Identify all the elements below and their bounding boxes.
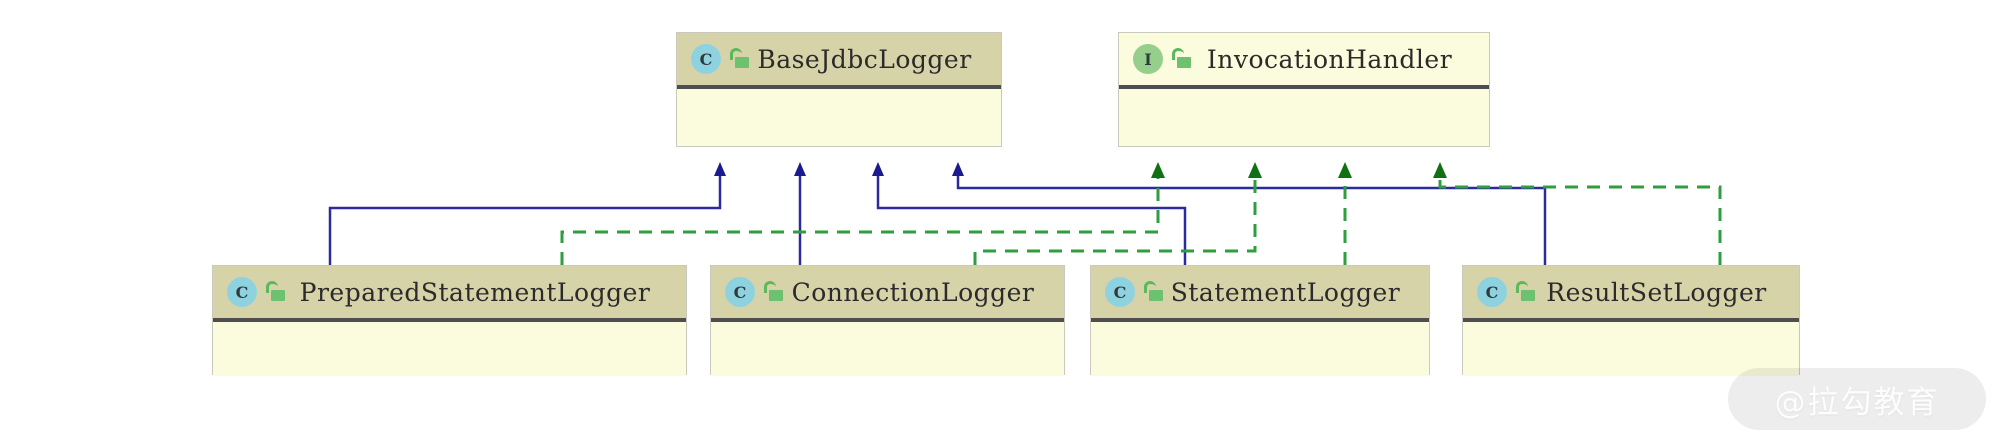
uml-node-basejdbclogger[interactable]: C BaseJdbcLogger: [676, 32, 1002, 147]
unlock-icon: [762, 281, 784, 303]
class-stereotype-icon: C: [222, 275, 257, 307]
uml-node-body: [1463, 322, 1799, 376]
unlock-icon: [1514, 281, 1536, 303]
edge-resultsetlogger-extends-basejdbclogger: [952, 162, 1547, 265]
uml-node-header: C BaseJdbcLogger: [677, 33, 1001, 89]
class-stereotype-icon: C: [686, 42, 721, 74]
uml-node-title: StatementLogger: [1170, 277, 1401, 307]
edge-resultsetlogger-implements-invocationhandler: [1433, 162, 1722, 265]
uml-node-title: InvocationHandler: [1206, 44, 1453, 74]
uml-node-header: C ResultSetLogger: [1463, 266, 1799, 322]
class-stereotype-icon: C: [1472, 275, 1507, 307]
uml-node-header: C StatementLogger: [1091, 266, 1429, 322]
uml-node-body: [711, 322, 1064, 376]
uml-node-body: [213, 322, 686, 376]
unlock-icon: [264, 281, 286, 303]
uml-node-title: ConnectionLogger: [791, 277, 1035, 307]
watermark: @拉勾教育: [1728, 368, 1986, 430]
uml-node-title: BaseJdbcLogger: [757, 44, 972, 74]
edge-connectionlogger-implements-invocationhandler: [973, 162, 1262, 265]
edge-statementlogger-extends-basejdbclogger: [872, 162, 1187, 265]
uml-node-invocationhandler[interactable]: I InvocationHandler: [1118, 32, 1490, 147]
class-stereotype-icon: C: [1100, 275, 1135, 307]
uml-node-title: PreparedStatementLogger: [299, 277, 651, 307]
uml-node-resultsetlogger[interactable]: C ResultSetLogger: [1462, 265, 1800, 376]
uml-node-body: [1119, 89, 1489, 143]
uml-node-body: [1091, 322, 1429, 376]
uml-node-header: C PreparedStatementLogger: [213, 266, 686, 322]
unlock-icon: [1170, 48, 1192, 70]
interface-stereotype-icon: I: [1131, 43, 1163, 74]
uml-node-statementlogger[interactable]: C StatementLogger: [1090, 265, 1430, 376]
unlock-icon: [1142, 281, 1164, 303]
edge-preparedstatementlogger-implements-invocationhandler: [560, 162, 1165, 265]
uml-node-preparedstatementlogger[interactable]: C PreparedStatementLogger: [212, 265, 687, 376]
uml-node-connectionlogger[interactable]: C ConnectionLogger: [710, 265, 1065, 376]
class-stereotype-icon: C: [720, 275, 755, 307]
uml-node-title: ResultSetLogger: [1546, 277, 1767, 307]
unlock-icon: [728, 48, 750, 70]
uml-node-header: I InvocationHandler: [1119, 33, 1489, 89]
edge-preparedstatementlogger-extends-basejdbclogger: [328, 162, 726, 265]
uml-node-header: C ConnectionLogger: [711, 266, 1064, 322]
uml-node-body: [677, 89, 1001, 143]
